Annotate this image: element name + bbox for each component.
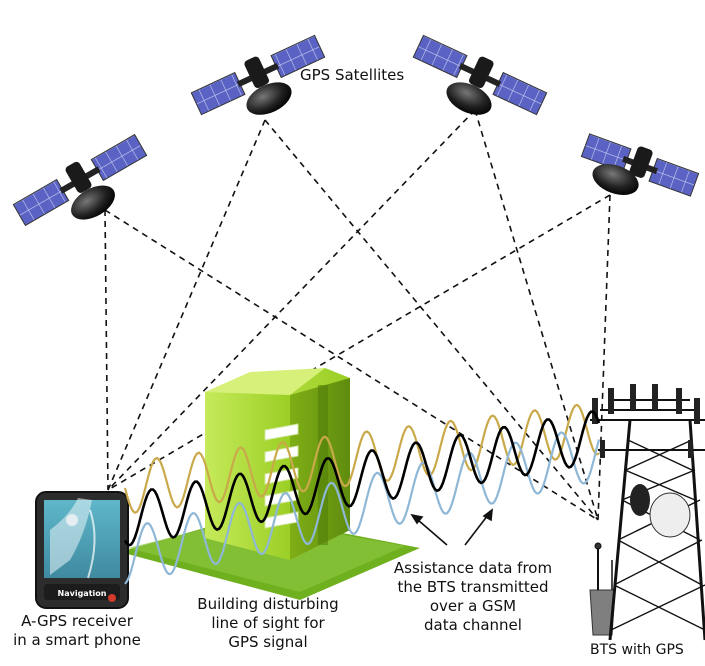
building-label: Building disturbing line of sight for GP… <box>183 595 353 652</box>
receiver-line: in a smart phone <box>13 631 141 649</box>
assistance-arrows <box>410 508 493 546</box>
signal-line <box>597 194 611 521</box>
satellite-icon <box>12 133 148 227</box>
bts-text: BTS with GPS <box>590 642 684 658</box>
smartphone-icon: Navigation <box>35 491 129 609</box>
gps-satellites-label: GPS Satellites <box>300 66 404 85</box>
building-line: line of sight for <box>211 614 325 632</box>
assistance-label: Assistance data from the BTS transmitted… <box>382 559 564 635</box>
signal-line <box>107 194 611 491</box>
signal-line <box>264 119 599 521</box>
satellite-icon <box>580 133 700 197</box>
signal-wave <box>123 410 601 547</box>
assistance-line: data channel <box>424 616 522 634</box>
receiver-label: A-GPS receiver in a smart phone <box>2 612 152 650</box>
assistance-line: Assistance data from <box>393 559 553 577</box>
building-line: GPS signal <box>228 633 308 651</box>
signal-line <box>107 119 266 491</box>
assistance-data-waves <box>123 403 601 585</box>
signal-line <box>107 109 476 491</box>
satellite-icon <box>412 34 548 116</box>
receiver-line: A-GPS receiver <box>21 612 133 630</box>
building-icon <box>120 368 420 600</box>
signal-line <box>474 109 599 521</box>
bts-tower-icon <box>589 384 705 641</box>
assistance-line: over a GSM <box>429 597 517 615</box>
phone-navigation-label: Navigation <box>58 589 107 598</box>
assistance-line: the BTS transmitted <box>397 578 549 596</box>
building-line: Building disturbing <box>197 595 339 613</box>
signal-line <box>104 209 109 491</box>
satellite-icon <box>190 34 326 116</box>
signal-wave <box>124 431 601 585</box>
signal-wave <box>123 403 600 514</box>
signal-line <box>104 209 599 521</box>
gps-satellites-text: GPS Satellites <box>300 66 405 84</box>
bts-label: BTS with GPS <box>590 641 684 660</box>
